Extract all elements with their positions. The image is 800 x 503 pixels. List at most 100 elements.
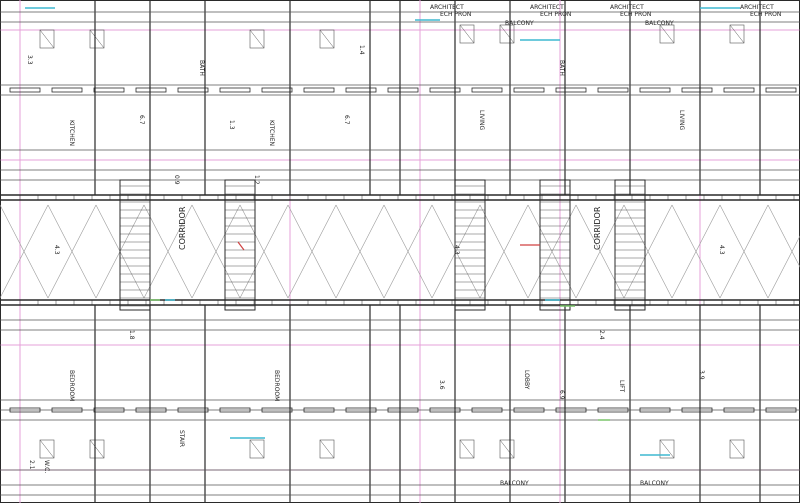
corridor-hatch-line <box>575 204 625 299</box>
window-frame <box>681 407 713 413</box>
window-frame <box>387 407 419 413</box>
window-frame <box>723 407 755 413</box>
window-frame <box>345 87 377 93</box>
room-label: BEDROOM <box>273 370 280 401</box>
red-accent <box>237 241 245 251</box>
window-frame <box>555 87 587 93</box>
dimension-label: 4.3 <box>453 245 460 255</box>
fixture-box <box>459 24 475 44</box>
corridor-hatch-line <box>335 204 385 299</box>
fixture-line <box>39 29 55 49</box>
dimension-label: 2.4 <box>598 330 605 340</box>
fixture-box <box>319 29 335 49</box>
window-frame <box>93 407 125 413</box>
fixture-line <box>499 439 515 459</box>
header-tag-line1: ARCHITECT <box>430 4 464 11</box>
window-frame <box>303 87 335 93</box>
corridor-hatch-line <box>143 204 193 299</box>
fixture-box <box>499 439 515 459</box>
fixture-box <box>89 29 105 49</box>
dimension-label: 6.7 <box>138 115 145 125</box>
room-label: W.C. <box>43 460 50 473</box>
window-frame <box>765 87 797 93</box>
corridor-hatch-line <box>623 204 673 299</box>
corridor-hatch-line <box>383 204 433 299</box>
window-frame <box>555 407 587 413</box>
header-tag-line1: ARCHITECT <box>740 4 774 11</box>
fixture-box <box>89 439 105 459</box>
room-label: LIVING <box>678 110 685 130</box>
fixture-box <box>39 29 55 49</box>
fixture-box <box>659 439 675 459</box>
window-frame <box>345 407 377 413</box>
window-frame <box>597 87 629 93</box>
window-frame <box>9 87 41 93</box>
window-frame <box>765 407 797 413</box>
window-frame <box>303 407 335 413</box>
header-tag-line1: ARCHITECT <box>610 4 644 11</box>
window-frame <box>513 87 545 93</box>
corridor-label: CORRIDOR <box>178 206 187 250</box>
fixture-box <box>459 439 475 459</box>
fixture-line <box>729 24 745 44</box>
corridor-hatch-line <box>767 204 800 268</box>
window-frame <box>513 407 545 413</box>
balcony-label: BALCONY <box>500 480 529 487</box>
window-frame <box>639 87 671 93</box>
core-box <box>119 179 151 311</box>
fixture-line <box>729 439 745 459</box>
header-tag-line2: ECH PRON <box>750 11 781 18</box>
room-label: BATH <box>558 60 565 76</box>
fixture-line <box>249 29 265 49</box>
dimension-label: 6.9 <box>558 390 565 400</box>
dimension-label: 1.8 <box>128 330 135 340</box>
dimension-label: 1.4 <box>358 45 365 55</box>
corridor-hatch-line <box>479 204 529 299</box>
dimension-label: 1.3 <box>228 120 235 130</box>
header-tag-line2: ECH PRON <box>440 11 471 18</box>
corridor-hatch-line <box>287 204 337 299</box>
core-box <box>614 179 646 311</box>
window-frame <box>723 87 755 93</box>
window-frame <box>261 407 293 413</box>
corridor-hatch-line <box>239 204 289 299</box>
fixture-line <box>89 439 105 459</box>
corridor-label: CORRIDOR <box>593 206 602 250</box>
window-frame <box>639 407 671 413</box>
window-frame <box>177 407 209 413</box>
window-frame <box>471 407 503 413</box>
window-frame <box>597 407 629 413</box>
dimension-label: 3.9 <box>698 370 705 380</box>
fixture-box <box>249 439 265 459</box>
corridor-hatch-line <box>671 204 721 299</box>
window-frame <box>9 407 41 413</box>
corridor-hatch-line <box>431 204 481 299</box>
fixture-line <box>459 439 475 459</box>
fixture-box <box>39 439 55 459</box>
window-frame <box>681 87 713 93</box>
fixture-line <box>319 439 335 459</box>
room-label: KITCHEN <box>68 120 75 146</box>
dimension-label: 1.2 <box>253 175 260 185</box>
window-frame <box>93 87 125 93</box>
window-frame <box>51 87 83 93</box>
window-frame <box>387 87 419 93</box>
window-frame <box>135 87 167 93</box>
fixture-box <box>249 29 265 49</box>
dimension-label: 4.3 <box>53 245 60 255</box>
accent-lines-layer <box>25 7 740 456</box>
corridor-hatch-line <box>47 204 97 299</box>
window-frame <box>429 407 461 413</box>
window-frame <box>261 87 293 93</box>
fixture-line <box>319 29 335 49</box>
fixture-line <box>39 439 55 459</box>
balcony-label: BALCONY <box>640 480 669 487</box>
corridor-hatch-line <box>191 204 241 299</box>
dimension-label: 2.1 <box>28 460 35 470</box>
header-tag-line2: ECH PRON <box>620 11 651 18</box>
balcony-label: BALCONY <box>505 20 534 27</box>
window-frame <box>135 407 167 413</box>
core-box <box>224 179 256 311</box>
dimension-label: 0.9 <box>173 175 180 185</box>
